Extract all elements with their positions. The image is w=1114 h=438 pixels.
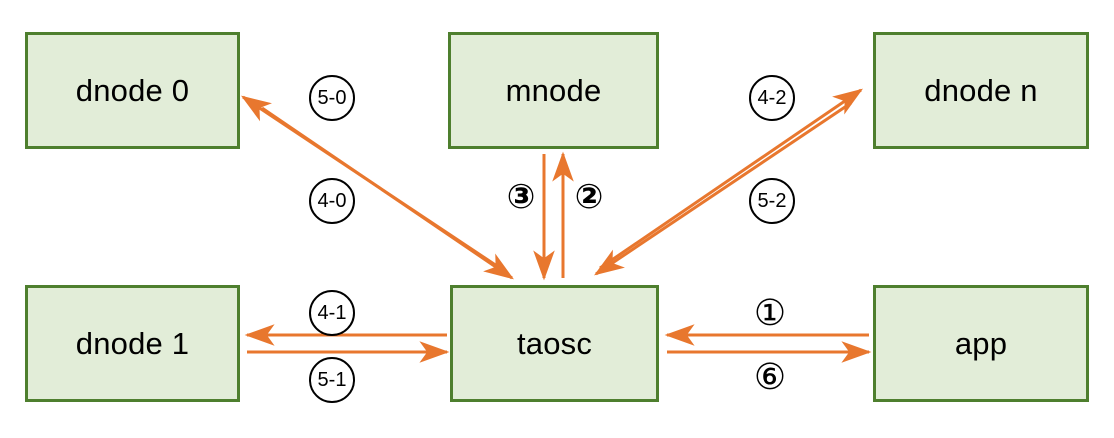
node-taosc[interactable]: taosc — [450, 285, 659, 402]
step-label-4-1: 4-1 — [309, 290, 355, 336]
step-label-text: 5-0 — [317, 87, 347, 109]
step-label-6: ⑥ — [747, 355, 793, 401]
node-label: dnode 0 — [75, 73, 190, 108]
step-label-text: ② — [574, 177, 604, 217]
step-label-text: ③ — [506, 177, 536, 217]
step-label-text: 4-0 — [317, 190, 347, 212]
node-label: app — [954, 326, 1008, 361]
step-label-text: 4-2 — [757, 87, 787, 109]
step-label-2: ② — [566, 174, 612, 220]
node-app[interactable]: app — [873, 285, 1089, 402]
step-label-text: 4-1 — [317, 302, 347, 324]
node-dnode-n[interactable]: dnode n — [873, 32, 1089, 149]
step-label-5-1: 5-1 — [309, 357, 355, 403]
node-label: mnode — [505, 73, 602, 108]
step-label-4-0: 4-0 — [309, 178, 355, 224]
step-label-text: ⑥ — [753, 357, 787, 398]
step-label-4-2: 4-2 — [749, 75, 795, 121]
step-label-text: ① — [753, 293, 787, 334]
node-dnode-0[interactable]: dnode 0 — [25, 32, 240, 149]
node-dnode-1[interactable]: dnode 1 — [25, 285, 240, 402]
step-label-text: 5-1 — [317, 369, 347, 391]
node-label: dnode n — [924, 73, 1038, 108]
step-label-3: ③ — [498, 174, 544, 220]
step-label-5-0: 5-0 — [309, 75, 355, 121]
step-label-text: 5-2 — [757, 190, 787, 212]
node-label: dnode 1 — [75, 326, 190, 361]
node-mnode[interactable]: mnode — [448, 32, 659, 149]
step-label-5-2: 5-2 — [749, 178, 795, 224]
node-label: taosc — [516, 326, 593, 361]
step-label-1: ① — [747, 291, 793, 337]
